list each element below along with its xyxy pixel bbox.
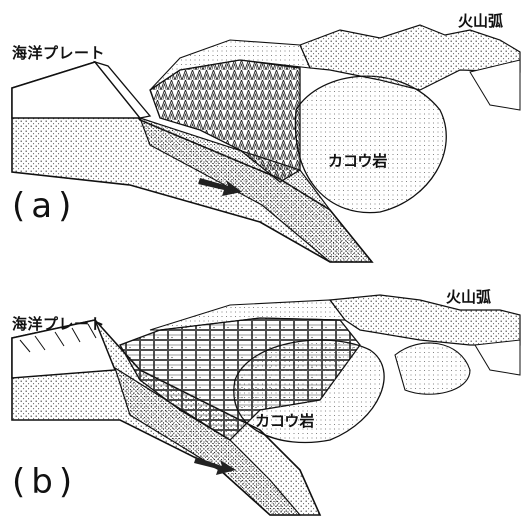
oceanic-plate-label-a: 海洋プレート (12, 42, 105, 63)
granite-label-a: カコウ岩 (328, 150, 387, 171)
oceanic-plate-label-b: 海洋プレート (12, 313, 105, 334)
volcanic-arc-label-a: 火山弧 (458, 10, 503, 31)
panel-label-b: (b) (12, 462, 78, 502)
panel-label-a: (a) (12, 186, 77, 226)
granite-label-b: カコウ岩 (255, 410, 314, 431)
volcanic-arc-b (330, 295, 520, 345)
granite-body-a (295, 76, 446, 212)
volcanic-arc-label-b: 火山弧 (446, 286, 491, 307)
